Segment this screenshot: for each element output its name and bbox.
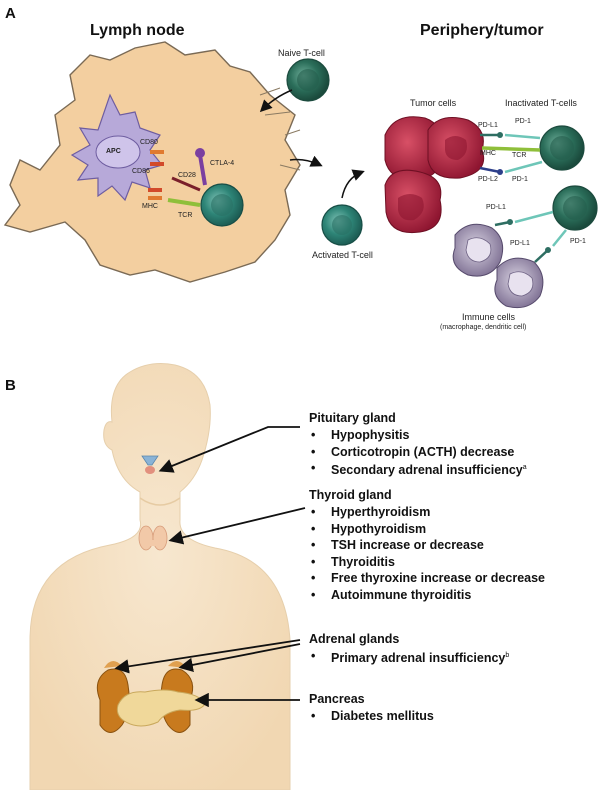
cd86-label: CD86 <box>132 168 150 175</box>
pituitary-item: Hypophysitis <box>309 427 527 444</box>
activated-tcell-arrow <box>341 169 365 199</box>
pd1-label-a: PD-1 <box>515 118 531 125</box>
tcr-label: TCR <box>178 212 193 219</box>
pdl2-label: PD-L2 <box>478 176 498 183</box>
apc-label: APC <box>106 148 121 155</box>
pdl1-label-b: PD-L1 <box>486 204 506 211</box>
pancreas <box>116 689 206 727</box>
mhc2-label: MHC <box>480 150 496 157</box>
pancreas-title: Pancreas <box>309 692 365 706</box>
tumor-cells <box>384 116 485 234</box>
adrenal-item: Primary adrenal insufficiencyb <box>309 648 509 667</box>
tcell-receptors <box>167 148 207 207</box>
checkpoint-connectors <box>479 133 567 263</box>
panel-a-letter: A <box>5 5 16 22</box>
thyroid-item: Thyroiditis <box>309 554 545 571</box>
lymph-node-title: Lymph node <box>90 22 185 39</box>
cd28-label: CD28 <box>178 172 196 179</box>
pancreas-item: Diabetes mellitus <box>309 708 434 725</box>
naive-tcell-label: Naive T-cell <box>278 48 325 58</box>
pdl1-label-c: PD-L1 <box>510 240 530 247</box>
cd80-label: CD80 <box>140 139 158 146</box>
adrenal-title: Adrenal glands <box>309 632 400 646</box>
mhc-label: MHC <box>142 203 158 210</box>
panel-b-letter: B <box>5 377 16 394</box>
thyroid-block: Thyroid gland Hyperthyroidism Hypothyroi… <box>309 488 545 603</box>
thyroid-item: TSH increase or decrease <box>309 537 545 554</box>
thyroid-item: Hyperthyroidism <box>309 504 545 521</box>
footnote-b: b <box>505 652 510 659</box>
apc-nucleus <box>95 135 141 169</box>
activated-tcell-label: Activated T-cell <box>312 250 373 260</box>
immune-cells-sublabel: (macrophage, dendritic cell) <box>440 324 527 331</box>
tumor-cells-label: Tumor cells <box>410 98 457 108</box>
thyroid-title: Thyroid gland <box>309 488 392 502</box>
tcr2-label: TCR <box>512 152 527 159</box>
panel-b-arrows <box>114 426 306 708</box>
pd1-label-b: PD-1 <box>512 176 528 183</box>
exit-arrow <box>289 155 323 167</box>
pancreas-block: Pancreas Diabetes mellitus <box>309 692 434 725</box>
thyroid-item: Autoimmune thyroiditis <box>309 587 545 604</box>
checkpoint-knobs <box>497 132 551 253</box>
pituitary-item: Corticotropin (ACTH) decrease <box>309 444 527 461</box>
pituitary-item: Secondary adrenal insufficiencya <box>309 460 527 479</box>
pituitary-title: Pituitary gland <box>309 411 396 425</box>
apc-receptors <box>148 150 164 200</box>
pituitary-block: Pituitary gland Hypophysitis Corticotrop… <box>309 411 527 479</box>
thyroid-gland <box>138 525 168 551</box>
footnote-a: a <box>522 464 527 471</box>
thyroid-item: Free thyroxine increase or decrease <box>309 570 545 587</box>
ctla4-label: CTLA-4 <box>210 160 235 167</box>
pd1-label-c: PD-1 <box>570 238 586 245</box>
pdl1-label-a: PD-L1 <box>478 122 498 129</box>
immune-cells-label: Immune cells <box>462 312 516 322</box>
pituitary-gland <box>141 455 159 474</box>
inactivated-tcells-label: Inactivated T-cells <box>505 98 577 108</box>
naive-tcell-arrow <box>259 89 293 113</box>
adrenal-block: Adrenal glands Primary adrenal insuffici… <box>309 632 509 667</box>
lymph-node-efferent-lines <box>259 87 301 171</box>
thyroid-item: Hypothyroidism <box>309 521 545 538</box>
body-silhouette <box>29 363 291 790</box>
periphery-title: Periphery/tumor <box>420 22 544 39</box>
